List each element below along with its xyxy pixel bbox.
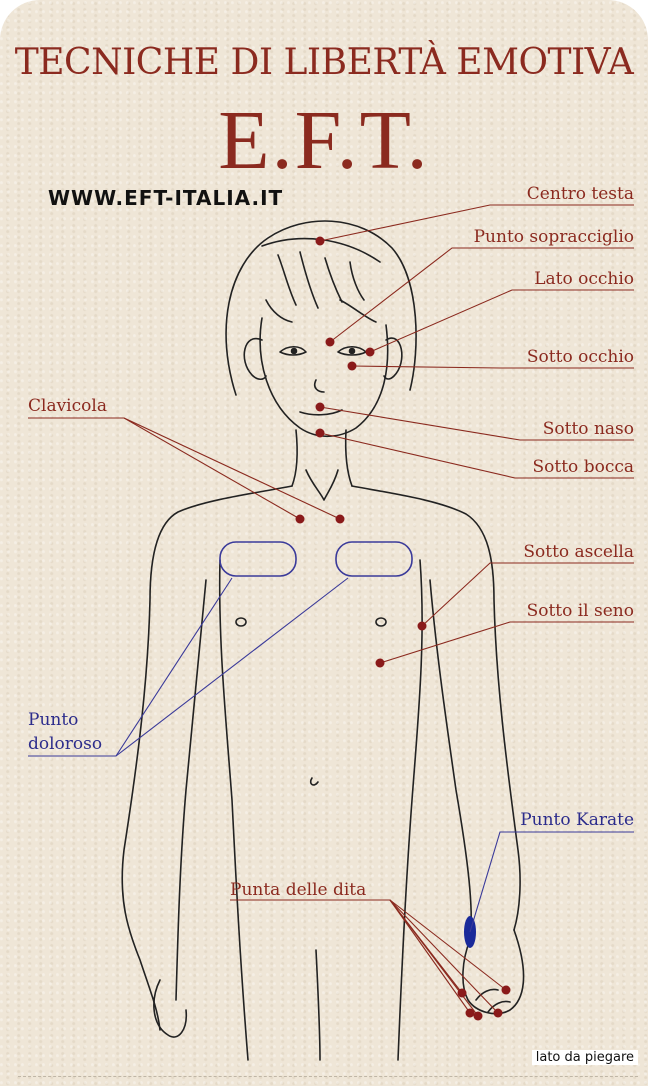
dot-dito-3	[474, 1012, 483, 1021]
dot-lato-occhio	[366, 348, 375, 357]
label-punto-karate: Punto Karate	[520, 810, 634, 830]
label-punto-sopracciglio: Punto sopracciglio	[474, 227, 634, 247]
dot-clavicola-left	[296, 515, 305, 524]
sore-spot-left	[220, 542, 296, 576]
dot-clavicola-right	[336, 515, 345, 524]
blue-leader-lines	[28, 578, 634, 932]
label-sotto-il-seno: Sotto il seno	[527, 601, 634, 621]
label-punto-doloroso-line1: Punto	[28, 710, 78, 730]
dot-dito-1	[458, 989, 467, 998]
figure-outline	[122, 221, 523, 1060]
dot-sotto-seno	[376, 659, 385, 668]
label-sotto-ascella: Sotto ascella	[523, 542, 634, 562]
label-sotto-naso: Sotto naso	[543, 419, 634, 439]
label-sotto-bocca: Sotto bocca	[533, 457, 634, 477]
label-sotto-occhio: Sotto occhio	[527, 347, 634, 367]
label-lato-occhio: Lato occhio	[534, 269, 634, 289]
fold-note: lato da piegare	[532, 1050, 638, 1065]
label-clavicola: Clavicola	[28, 396, 107, 416]
dot-dito-2	[466, 1009, 475, 1018]
dot-centro-testa	[316, 237, 325, 246]
dot-sotto-ascella	[418, 622, 427, 631]
dot-dito-5	[502, 986, 511, 995]
dot-sotto-bocca	[316, 429, 325, 438]
dot-dito-4	[494, 1009, 503, 1018]
dot-sotto-naso	[316, 403, 325, 412]
label-punto-doloroso-line2: doloroso	[28, 734, 102, 754]
dot-sotto-occhio	[348, 362, 357, 371]
dot-sopracciglio	[326, 338, 335, 347]
label-centro-testa: Centro testa	[527, 184, 634, 204]
fold-line	[18, 1076, 638, 1077]
label-punta-delle-dita: Punta delle dita	[230, 880, 366, 900]
sore-spot-right	[336, 542, 412, 576]
